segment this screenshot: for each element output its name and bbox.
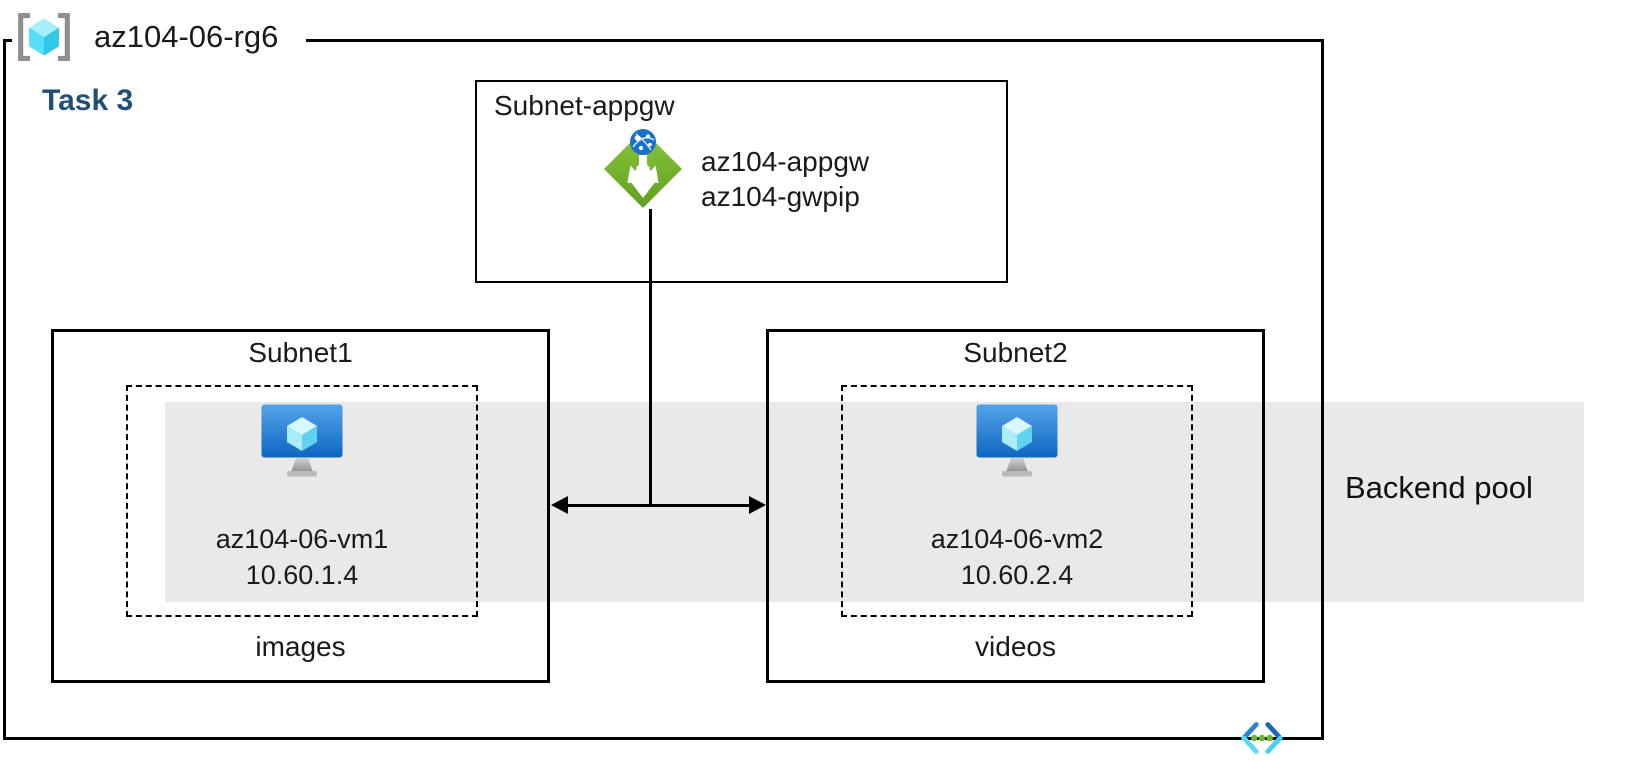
gateway-public-ip-name: az104-gwpip xyxy=(701,181,860,212)
task-label: Task 3 xyxy=(42,84,134,117)
subnet1-app-label: images xyxy=(255,631,346,662)
vm2-name: az104-06-vm2 xyxy=(930,524,1104,554)
arrowhead-right-icon xyxy=(749,496,766,514)
gateway-name: az104-appgw xyxy=(701,146,870,177)
arrowhead-left-icon xyxy=(551,496,568,514)
subnet2-app-label: videos xyxy=(975,631,1056,662)
backend-pool-band xyxy=(165,402,1584,602)
vm2-ip: 10.60.2.4 xyxy=(960,560,1074,590)
subnet-appgw-box: Subnet-appgw xyxy=(475,80,1008,283)
application-gateway-icon xyxy=(601,127,685,211)
virtual-machine-icon xyxy=(260,403,344,479)
gateway-connector-line xyxy=(649,209,652,506)
vm1-ip: 10.60.1.4 xyxy=(245,560,359,590)
vm1-name: az104-06-vm1 xyxy=(215,524,389,554)
subnet1-box: Subnet1 xyxy=(51,329,550,683)
virtual-network-icon xyxy=(1237,719,1287,757)
resource-group-box xyxy=(3,39,1324,740)
backend-pool-label: Backend pool xyxy=(1345,470,1533,505)
subnet1-vm-group: az104-06-vm1 10.60.1.4 xyxy=(126,385,478,617)
subnet2-box: Subnet2 xyxy=(766,329,1265,683)
application-gateway-labels: az104-appgw az104-gwpip xyxy=(701,144,869,214)
subnet-connector-line xyxy=(563,504,755,507)
subnet-appgw-title: Subnet-appgw xyxy=(494,90,675,121)
resource-group-header: az104-06-rg6 xyxy=(12,7,307,67)
subnet1-title: Subnet1 xyxy=(248,337,353,368)
subnet2-title: Subnet2 xyxy=(963,337,1068,368)
subnet2-vm-group: az104-06-vm2 10.60.2.4 xyxy=(841,385,1193,617)
resource-group-name: az104-06-rg6 xyxy=(94,19,279,54)
resource-group-icon xyxy=(16,12,72,62)
virtual-machine-icon xyxy=(975,403,1059,479)
